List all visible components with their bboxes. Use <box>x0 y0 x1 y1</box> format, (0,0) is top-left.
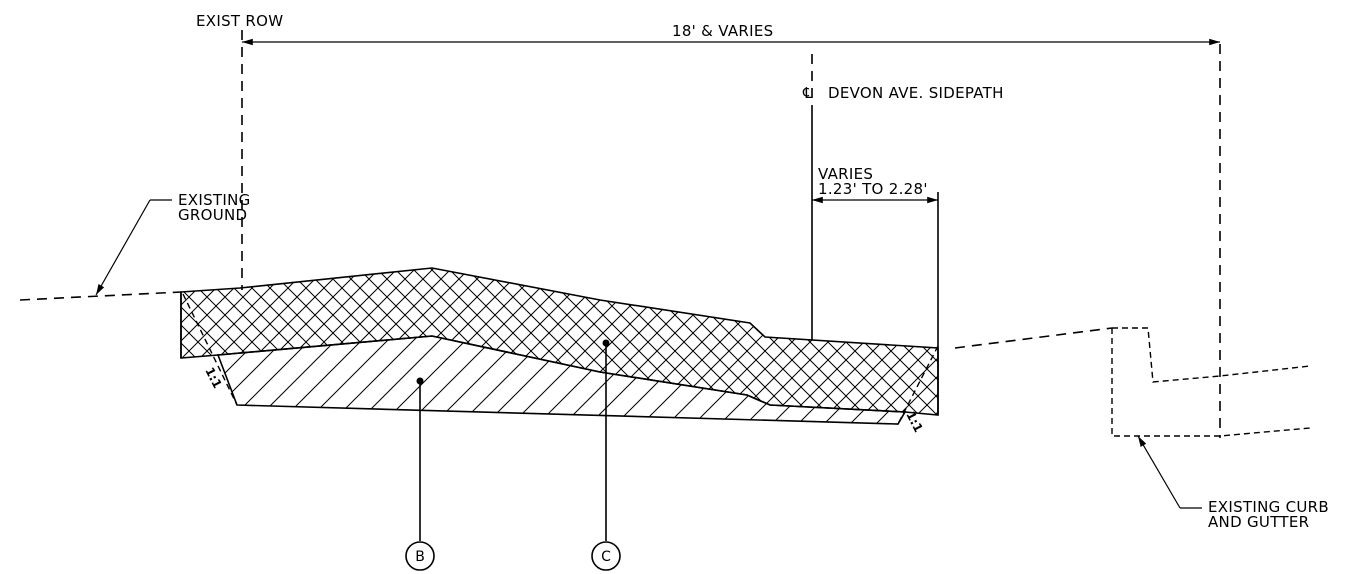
varies-label-line1: VARIES <box>818 165 873 183</box>
exist-row-label: EXIST ROW <box>196 12 283 30</box>
centerline-marker: ℄ DEVON AVE. SIDEPATH <box>802 54 1004 340</box>
callout-b: B <box>405 377 435 571</box>
existing-curb-label-line2: AND GUTTER <box>1208 513 1309 531</box>
slope-left-label: 1:1 <box>202 365 224 391</box>
overall-width-label: 18' & VARIES <box>672 22 773 40</box>
callout-c-label: C <box>601 549 611 565</box>
varies-label-line2: 1.23' TO 2.28' <box>818 180 928 198</box>
existing-ground: EXISTING GROUND <box>19 191 251 301</box>
slope-right-line <box>897 345 939 425</box>
existing-curb-and-gutter: EXISTING CURB AND GUTTER <box>954 327 1329 531</box>
existing-ground-label-line2: GROUND <box>178 206 247 224</box>
centerline-symbol: ℄ <box>802 84 813 102</box>
existing-ground-label-line1: EXISTING <box>178 191 251 209</box>
callout-b-label: B <box>415 549 425 565</box>
exist-row-marker: EXIST ROW <box>196 12 283 290</box>
overall-width-dimension: 18' & VARIES <box>242 22 1220 46</box>
callout-c: C <box>591 339 621 571</box>
existing-curb-label-line1: EXISTING CURB <box>1208 498 1329 516</box>
slope-left-line <box>182 293 238 406</box>
centerline-label: DEVON AVE. SIDEPATH <box>828 84 1004 102</box>
varies-dimension: VARIES 1.23' TO 2.28' <box>812 165 939 415</box>
region-c-crosshatch <box>180 267 939 416</box>
